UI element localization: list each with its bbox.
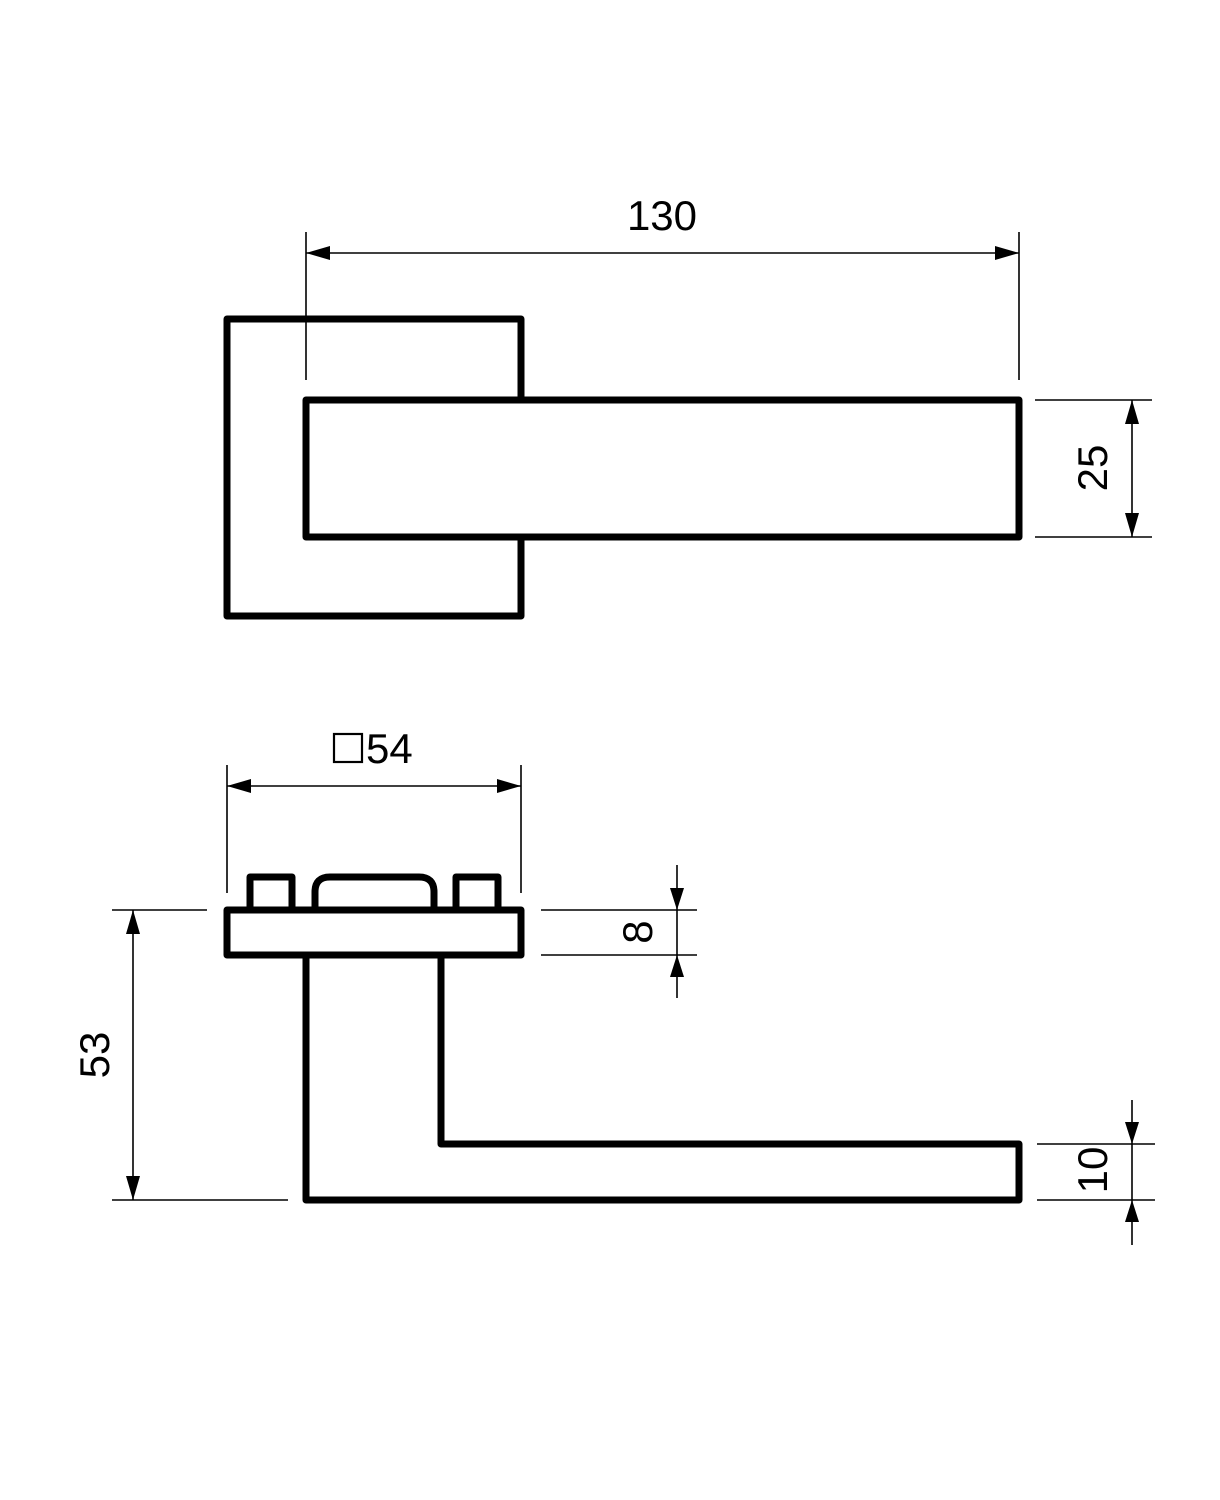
rose-outline-top	[223, 315, 525, 620]
lever-outline-top	[302, 396, 1023, 541]
side-view: 54 8 53 10	[71, 725, 1155, 1245]
handle-thickness-label: 10	[1069, 1147, 1116, 1194]
dimension-rose-thickness: 8	[541, 865, 697, 998]
square-symbol-icon	[332, 732, 364, 764]
length-label: 130	[627, 192, 697, 239]
dimension-length: 130	[305, 192, 1020, 380]
dimension-projection: 53	[71, 909, 288, 1201]
left-stud	[246, 873, 296, 914]
dimension-rose-size: 54	[226, 725, 522, 893]
top-view: 130 25	[223, 192, 1152, 620]
rose-plate-side	[223, 906, 525, 959]
projection-label: 53	[71, 1032, 118, 1079]
rose-thickness-label: 8	[614, 920, 661, 943]
lever-outline-side	[302, 951, 1023, 1204]
height-label: 25	[1069, 445, 1116, 492]
right-stud	[452, 873, 502, 914]
dimension-height: 25	[1035, 399, 1152, 538]
rose-size-label: 54	[366, 725, 413, 772]
dimension-handle-thickness: 10	[1037, 1100, 1155, 1245]
center-clip	[311, 873, 438, 914]
